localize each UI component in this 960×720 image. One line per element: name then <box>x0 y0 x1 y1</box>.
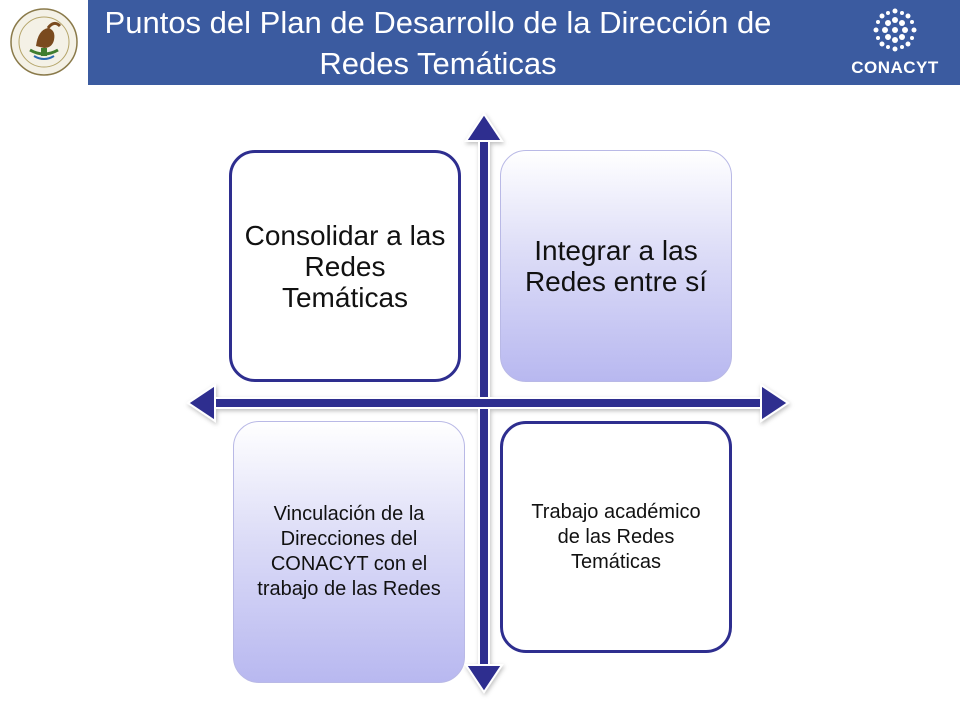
arrow-right-icon <box>760 383 790 423</box>
page-title: Puntos del Plan de Desarrollo de la Dire… <box>104 5 772 81</box>
quadrant-top-left: Consolidar a las Redes Temáticas <box>229 150 461 382</box>
quadrant-top-left-text: Consolidar a las Redes Temáticas <box>244 219 446 313</box>
quadrant-top-right-text: Integrar a las Redes entre sí <box>524 235 708 297</box>
quadrant-bottom-right: Trabajo académico de las Redes Temáticas <box>500 421 732 653</box>
mexico-coat-of-arms-icon <box>8 6 80 78</box>
header-band: Puntos del Plan de Desarrollo de la Dire… <box>88 0 960 85</box>
brand-name: CONACYT <box>851 58 939 77</box>
quadrant-bottom-right-text: Trabajo académico de las Redes Temáticas <box>531 500 701 573</box>
arrow-up-icon <box>464 112 504 142</box>
quadrant-bottom-left: Vinculación de la Direcciones del CONACY… <box>233 421 465 683</box>
horizontal-axis <box>213 397 763 409</box>
quadrant-top-right: Integrar a las Redes entre sí <box>500 150 732 382</box>
quadrant-bottom-left-text: Vinculación de la Direcciones del CONACY… <box>257 503 441 600</box>
arrow-down-icon <box>464 664 504 694</box>
conacyt-logo-icon: CONACYT <box>835 6 955 82</box>
arrow-left-icon <box>186 383 216 423</box>
